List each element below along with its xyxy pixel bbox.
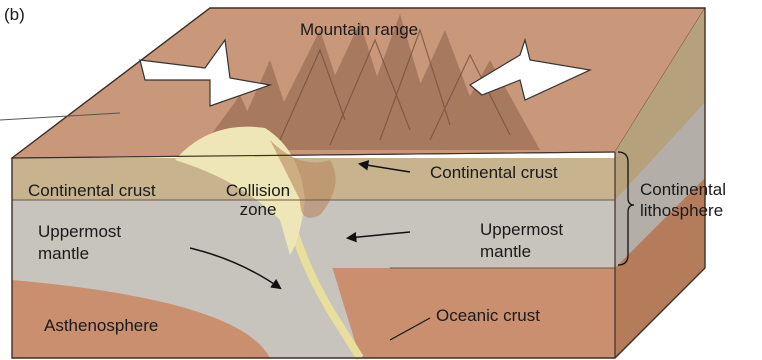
uppermost-mantle-right-label-1: Uppermost: [480, 220, 563, 239]
continental-crust-left-label: Continental crust: [28, 181, 156, 200]
uppermost-mantle-left-label-2: mantle: [38, 244, 89, 263]
panel-label: (b): [4, 5, 25, 24]
continental-lithosphere-label-2: lithosphere: [640, 201, 723, 220]
collision-zone-label-2: zone: [218, 200, 298, 219]
asthenosphere-label: Asthenosphere: [44, 316, 158, 335]
oceanic-crust-label: Oceanic crust: [436, 306, 540, 325]
uppermost-mantle-right-label-2: mantle: [480, 242, 531, 261]
collision-zone-label-1: Collision: [218, 181, 298, 200]
continental-crust-right-label: Continental crust: [430, 163, 558, 182]
continental-lithosphere-label-1: Continental: [640, 180, 726, 199]
mountain-range-label: Mountain range: [300, 20, 418, 39]
uppermost-mantle-left-label-1: Uppermost: [38, 222, 121, 241]
